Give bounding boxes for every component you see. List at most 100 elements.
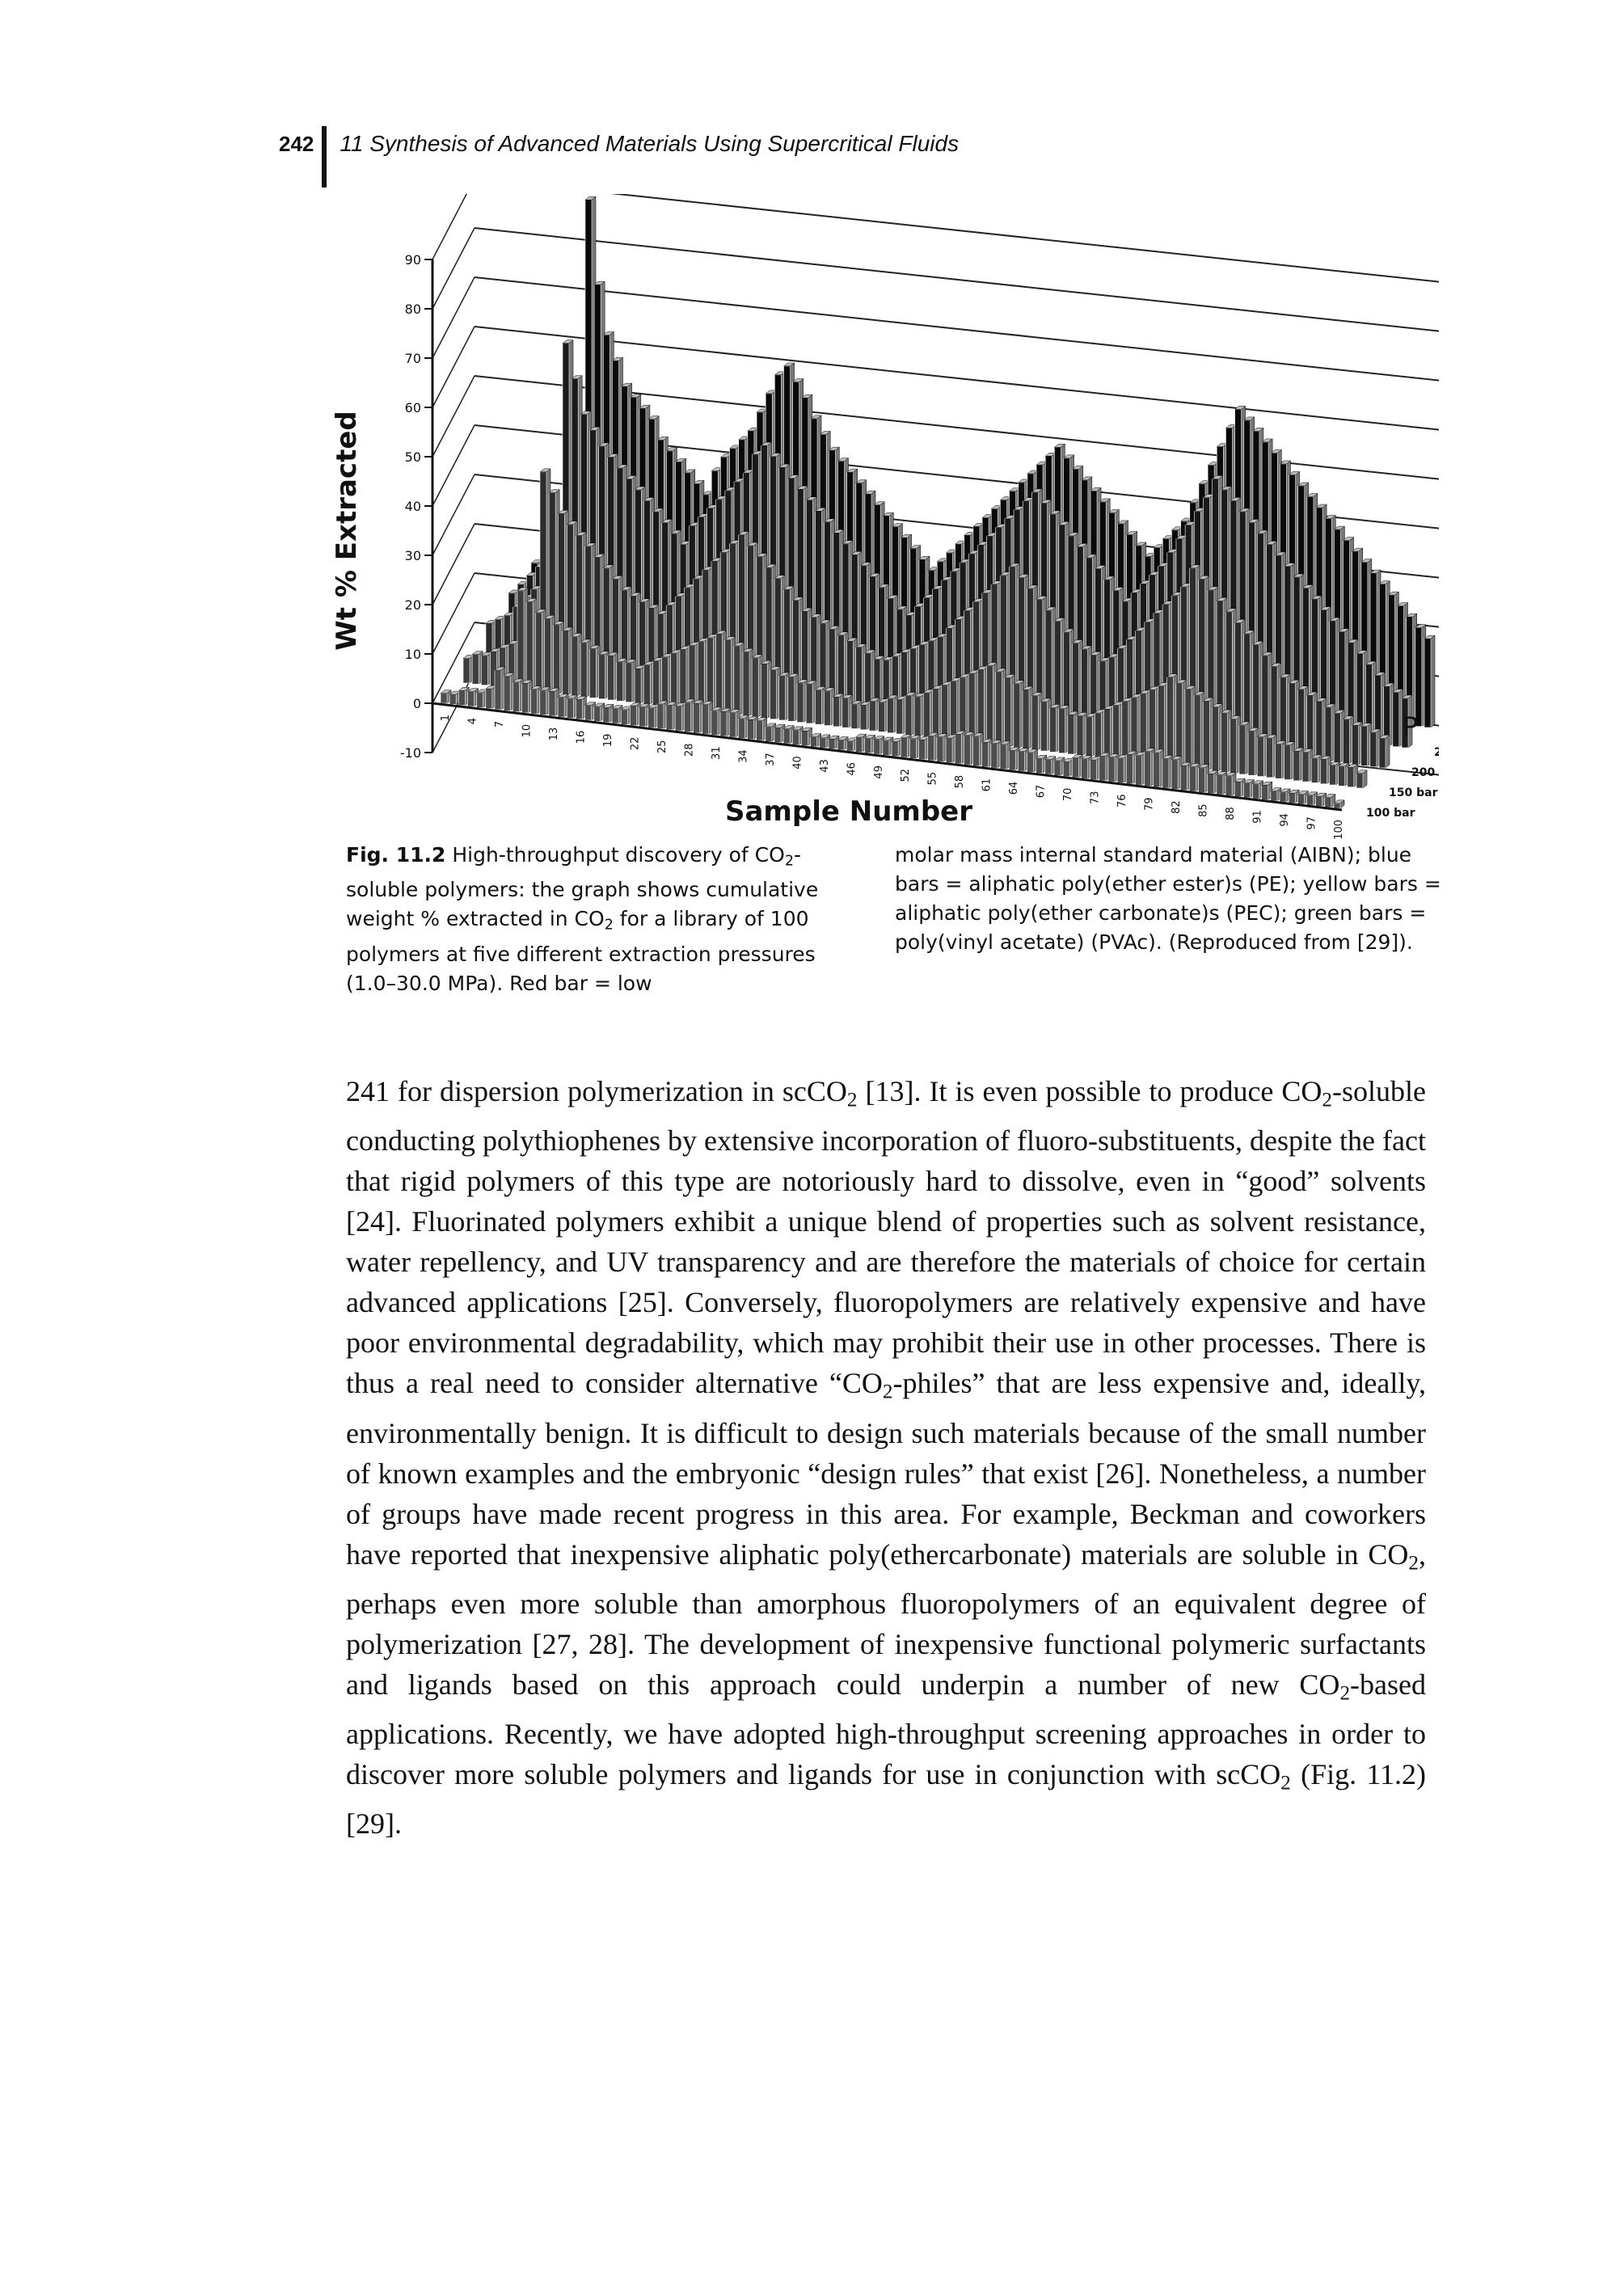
bar-top (800, 607, 813, 612)
bar (1256, 736, 1264, 777)
bar-top (927, 732, 939, 736)
bar (598, 654, 605, 699)
x-tick-label: 61 (981, 778, 993, 792)
bar (1103, 708, 1111, 759)
bar-top (1279, 460, 1292, 465)
bar-top (782, 725, 795, 729)
bar (1031, 695, 1039, 751)
bar (462, 658, 470, 684)
bar-top (891, 523, 904, 527)
bar (1315, 795, 1323, 807)
bar (530, 689, 538, 715)
bar-top (1071, 754, 1084, 758)
bar-top (791, 726, 804, 731)
gridline (474, 375, 1439, 480)
bar (1085, 716, 1093, 757)
bar (1306, 795, 1314, 806)
bar-top (810, 415, 822, 420)
bar-top (1319, 606, 1332, 610)
bar-top (887, 595, 899, 599)
bar-top (800, 727, 813, 732)
bar-top (1058, 521, 1070, 525)
bar-top (1044, 756, 1057, 760)
bar-top (557, 510, 570, 514)
bar-top (864, 649, 876, 654)
bar-top (557, 694, 569, 698)
bar (1022, 689, 1030, 749)
bar-top (823, 518, 836, 523)
bar (1310, 757, 1318, 783)
bar-top (1279, 673, 1291, 678)
bar (986, 665, 993, 745)
bar-top (643, 497, 656, 501)
bar (855, 647, 863, 707)
bar (576, 698, 583, 719)
bar-top (1238, 508, 1251, 512)
bar-top (1071, 639, 1084, 643)
bar (891, 741, 899, 757)
bar-top (539, 468, 551, 473)
bar-top (1234, 619, 1246, 623)
bar-top (584, 196, 597, 200)
bar-top (1188, 564, 1201, 569)
bar-top (543, 615, 556, 619)
bar-top (625, 659, 637, 664)
bar (742, 652, 750, 717)
bar-top (1221, 486, 1233, 491)
bar-top (1378, 735, 1390, 739)
bar-top (1324, 703, 1336, 708)
bar (562, 630, 570, 695)
bar-top (819, 431, 831, 435)
gridline (432, 622, 475, 704)
bar-top (936, 733, 948, 737)
bar-top (1017, 748, 1030, 752)
body-subscript: 2 (1280, 1772, 1291, 1794)
bar-top (466, 688, 479, 692)
bar-top (733, 642, 745, 647)
bar (1216, 774, 1224, 795)
body-text-run: , perhaps even more soluble than amorpho… (346, 1537, 1426, 1701)
bar-top (1080, 645, 1093, 650)
bar (1230, 719, 1238, 774)
bar-top (873, 656, 885, 660)
bar (1243, 782, 1251, 799)
bar (977, 669, 985, 744)
bar-top (1076, 712, 1088, 716)
bar (1076, 715, 1084, 756)
bar (1116, 757, 1124, 783)
bar (1162, 758, 1170, 789)
bar (850, 703, 858, 729)
gridline (432, 424, 475, 507)
bar-top (1220, 709, 1233, 714)
bar (1027, 752, 1034, 773)
bar (1275, 744, 1282, 779)
bar (1360, 726, 1369, 766)
bar-top (1243, 416, 1255, 421)
bar-top (909, 545, 922, 550)
bar-top (1238, 721, 1251, 726)
page-number: 242 (279, 132, 314, 156)
bar-top (1242, 630, 1255, 635)
y-tick-label: 20 (405, 597, 421, 613)
bar-top (1053, 757, 1065, 761)
bar (733, 645, 741, 715)
bar-top (1036, 596, 1048, 600)
bar-top (882, 736, 894, 741)
bar-top (539, 686, 551, 691)
bar-top (765, 723, 777, 727)
bar-top (819, 619, 831, 624)
bar-top (471, 651, 483, 655)
bar (833, 696, 840, 727)
pressure-label: 100 bar (1366, 807, 1415, 820)
bar-top (1288, 680, 1301, 684)
bar-top (616, 658, 628, 662)
bar-top (819, 734, 831, 739)
bar-top (905, 692, 917, 696)
bar (467, 691, 475, 707)
bar-top (1347, 764, 1359, 768)
bar-top (1085, 554, 1098, 559)
bar (1193, 694, 1201, 770)
bar (485, 688, 493, 709)
bar (1247, 731, 1255, 776)
bar-top (1310, 754, 1322, 759)
